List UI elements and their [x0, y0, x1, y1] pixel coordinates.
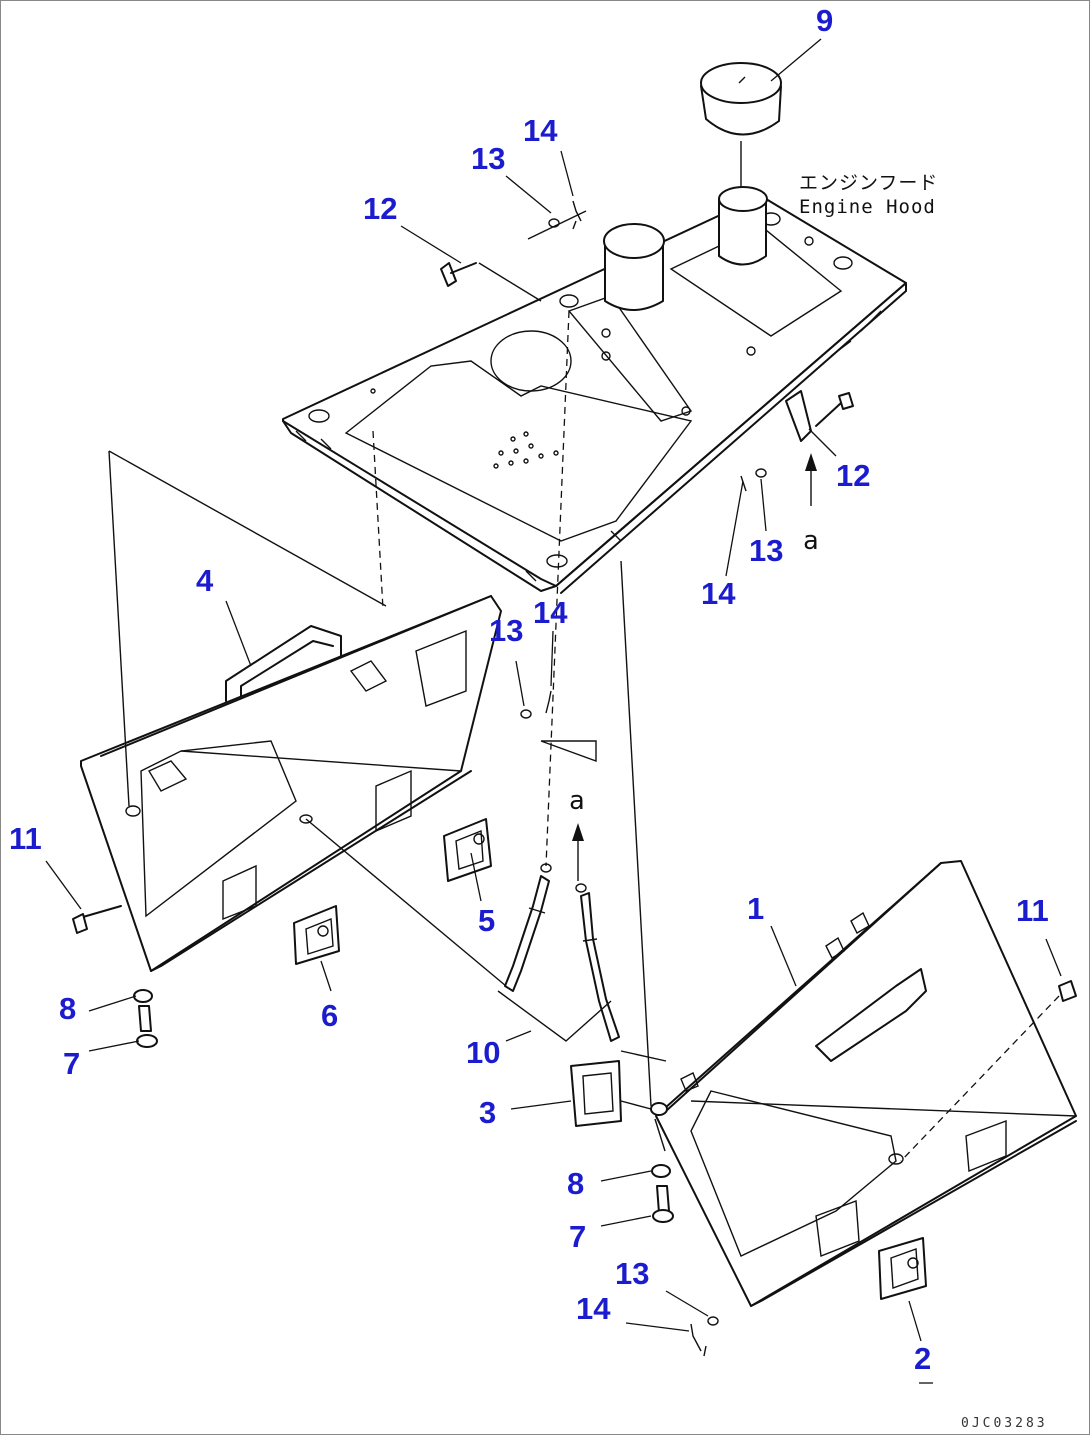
callout-numbers: 9 14 13 12 12 13 14 4 13 14 11 5 1 11 6 …: [9, 3, 1049, 1376]
fasteners-13-14: [520, 200, 767, 1352]
gas-spring-10: [497, 863, 620, 1042]
hood-stacks: [603, 186, 768, 311]
callout-2: 2: [914, 1341, 931, 1376]
callout-14-bottom: 14: [576, 1291, 611, 1326]
callout-7-left: 7: [63, 1046, 80, 1081]
rubber-pad-5: [443, 818, 492, 882]
callout-14-right: 14: [701, 576, 736, 611]
callout-13-right: 13: [749, 533, 783, 568]
callout-4: 4: [196, 563, 214, 598]
callout-11-right: 11: [1016, 893, 1049, 928]
view-arrow-lower: [572, 823, 584, 881]
bolt-12-right: [785, 390, 854, 442]
bolt-7-right: [650, 1102, 674, 1223]
callout-13-mid: 13: [489, 613, 523, 648]
callout-13-bottom: 13: [615, 1256, 649, 1291]
assembly-lines: [108, 310, 707, 1357]
rubber-pad-3: [570, 1060, 622, 1127]
callout-11-left: 11: [9, 821, 42, 856]
callout-8-right: 8: [567, 1166, 584, 1201]
view-arrow-upper: [805, 453, 817, 506]
bolt-11-right: [900, 980, 1077, 1162]
callout-5: 5: [478, 903, 495, 938]
rubber-pad-2: [878, 1237, 927, 1300]
callout-12-top: 12: [363, 191, 397, 226]
callout-1: 1: [747, 891, 764, 926]
bolt-11-left: [72, 905, 122, 934]
view-mark-lower: a: [569, 786, 585, 816]
callout-12-right: 12: [836, 458, 870, 493]
right-side-door: [655, 860, 1077, 1307]
bolt-12-upper: [440, 262, 542, 302]
callout-14-top: 14: [523, 113, 558, 148]
callout-leaders: [45, 38, 1062, 1384]
callout-6: 6: [321, 998, 338, 1033]
bolt-7-left: [133, 989, 158, 1048]
callout-13-top: 13: [471, 141, 505, 176]
cap-part-9: [700, 62, 782, 187]
callout-7-right: 7: [569, 1219, 586, 1254]
left-side-door: [80, 595, 502, 972]
callout-10: 10: [466, 1035, 500, 1070]
vent-holes: [493, 431, 559, 469]
callout-9: 9: [816, 3, 833, 38]
callout-3: 3: [479, 1095, 496, 1130]
rubber-pad-6: [293, 905, 340, 965]
engine-hood-note-en: Engine Hood: [799, 196, 936, 218]
engine-hood-note-jp: エンジンフード: [799, 172, 938, 194]
callout-14-mid: 14: [533, 595, 568, 630]
view-mark-upper: a: [803, 526, 819, 556]
drawing-reference-number: 0JC03283: [961, 1416, 1048, 1431]
callout-8-left: 8: [59, 991, 76, 1026]
engine-hood-plate: [282, 195, 907, 594]
